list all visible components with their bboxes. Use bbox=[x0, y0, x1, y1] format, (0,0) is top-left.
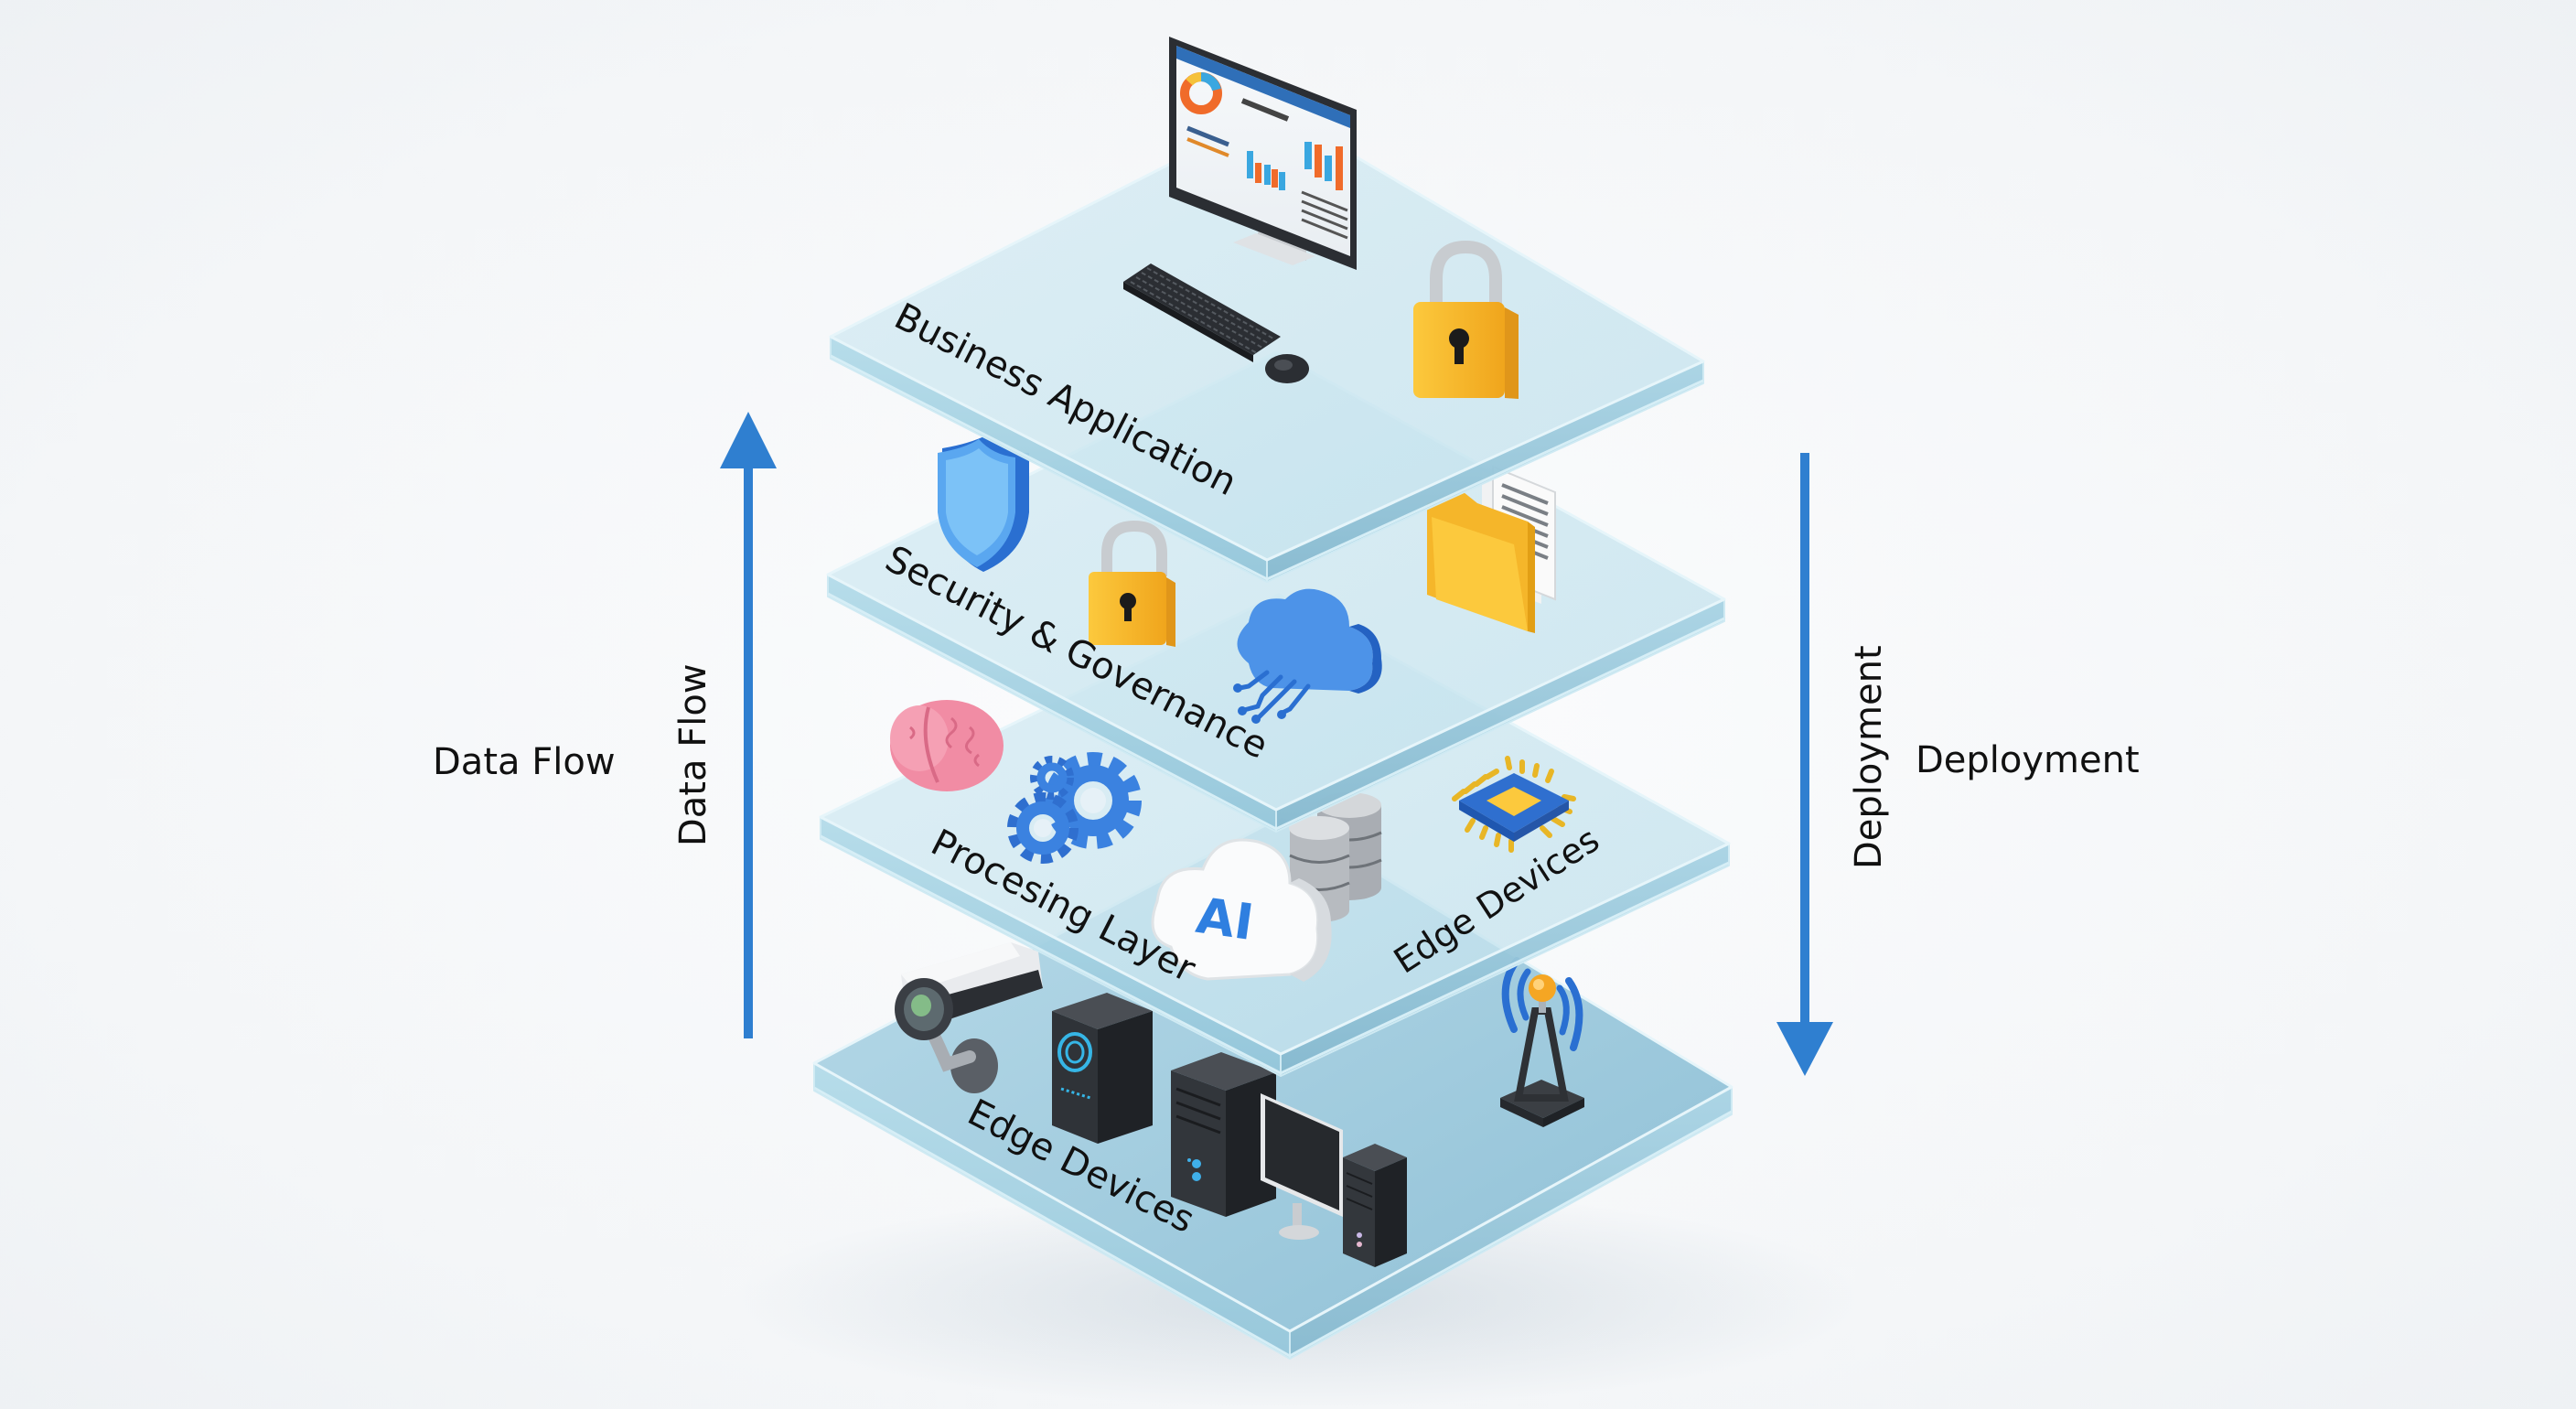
edge-server-icon bbox=[1052, 993, 1153, 1144]
deployment-label: Deployment bbox=[1916, 739, 2140, 781]
small-tower-pc-icon bbox=[1343, 1144, 1407, 1267]
layer-business-application: Business Application bbox=[829, 37, 1705, 583]
plate-bevel-highlight bbox=[820, 834, 1730, 1075]
ai-cloud-icon: AI bbox=[1151, 838, 1332, 982]
monitor-icon bbox=[1261, 1093, 1343, 1240]
cloud-circuit-icon bbox=[1233, 588, 1382, 724]
ai-cloud-text: AI bbox=[1193, 887, 1257, 952]
padlock-icon bbox=[1089, 520, 1175, 647]
plate-bevel-highlight bbox=[813, 1086, 1733, 1358]
data-flow-label: Data Flow bbox=[433, 741, 616, 783]
security-camera-icon bbox=[895, 942, 1043, 1093]
padlock-icon-top bbox=[1413, 240, 1519, 399]
data-flow-arrow bbox=[720, 412, 777, 1038]
deployment-vertical-label: Deployment bbox=[1848, 645, 1890, 869]
folder-documents-icon bbox=[1427, 465, 1556, 633]
monitor-dashboard-icon bbox=[1169, 37, 1357, 270]
data-flow-vertical-label: Data Flow bbox=[672, 663, 714, 846]
deployment-arrow bbox=[1776, 453, 1833, 1076]
keyboard-icon bbox=[1123, 264, 1281, 362]
gears-icon bbox=[1007, 752, 1142, 864]
shield-icon bbox=[938, 435, 1029, 572]
microchip-icon bbox=[1452, 756, 1576, 853]
mouse-icon bbox=[1265, 354, 1309, 383]
tower-pc-icon bbox=[1171, 1052, 1276, 1217]
plate-bevel-highlight bbox=[830, 354, 1704, 581]
database-icon bbox=[1289, 792, 1382, 922]
brain-icon bbox=[890, 700, 1004, 791]
plate-bevel-highlight bbox=[827, 592, 1725, 831]
